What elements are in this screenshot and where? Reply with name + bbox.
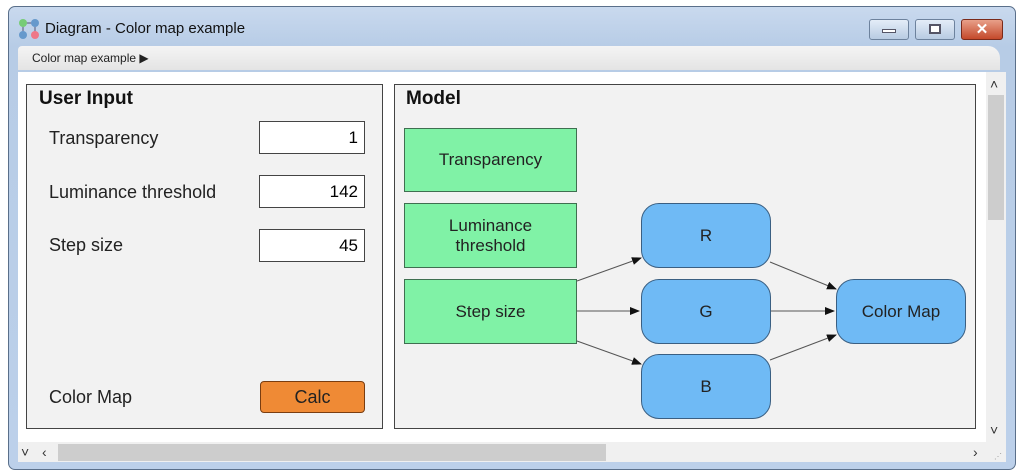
color-map-label: Color Map [49, 387, 133, 407]
node-r[interactable]: R [641, 203, 771, 268]
collapse-chevron-icon[interactable]: ˅ [21, 444, 30, 460]
scroll-left-icon[interactable]: ‹ [42, 444, 47, 460]
luminance-threshold-input[interactable] [259, 175, 365, 208]
calc-button[interactable]: Calc [260, 381, 365, 413]
step-size-label: Step size [49, 235, 124, 255]
model-heading: Model [406, 88, 461, 109]
close-button[interactable]: ✕ [961, 19, 1003, 40]
node-g[interactable]: G [641, 279, 771, 344]
arrow-r-to-colormap [769, 261, 837, 290]
node-color-map[interactable]: Color Map [836, 279, 966, 344]
scroll-up-icon[interactable]: ˄ [990, 76, 999, 92]
node-b[interactable]: B [641, 354, 771, 419]
breadcrumb: Color map example ▶ [18, 46, 1000, 70]
horizontal-scroll-thumb[interactable] [58, 444, 606, 461]
resize-grip-icon[interactable]: ⋰ [994, 452, 1002, 461]
transparency-input[interactable] [259, 121, 365, 154]
vertical-scroll-thumb[interactable] [988, 95, 1004, 220]
step-size-input[interactable] [259, 229, 365, 262]
minimize-button[interactable] [869, 19, 909, 40]
arrow-step-to-r [576, 257, 642, 282]
breadcrumb-arrow-icon[interactable]: ▶ [139, 51, 149, 65]
node-transparency[interactable]: Transparency [404, 128, 577, 192]
breadcrumb-item[interactable]: Color map example [32, 51, 137, 65]
close-icon: ✕ [975, 21, 989, 38]
arrow-step-to-b [576, 340, 642, 365]
window-title: Diagram - Color map example [45, 20, 246, 37]
node-luminance-threshold[interactable]: Luminance threshold [404, 203, 577, 268]
user-input-heading: User Input [39, 88, 133, 109]
luminance-threshold-label: Luminance threshold [49, 182, 217, 202]
arrow-b-to-colormap [769, 334, 837, 361]
scroll-right-icon[interactable]: › [973, 444, 978, 460]
maximize-button[interactable] [915, 19, 955, 40]
diagram-app-icon [18, 18, 40, 40]
scroll-down-icon[interactable]: ˅ [990, 422, 999, 438]
node-step-size[interactable]: Step size [404, 279, 577, 344]
transparency-label: Transparency [49, 128, 159, 148]
